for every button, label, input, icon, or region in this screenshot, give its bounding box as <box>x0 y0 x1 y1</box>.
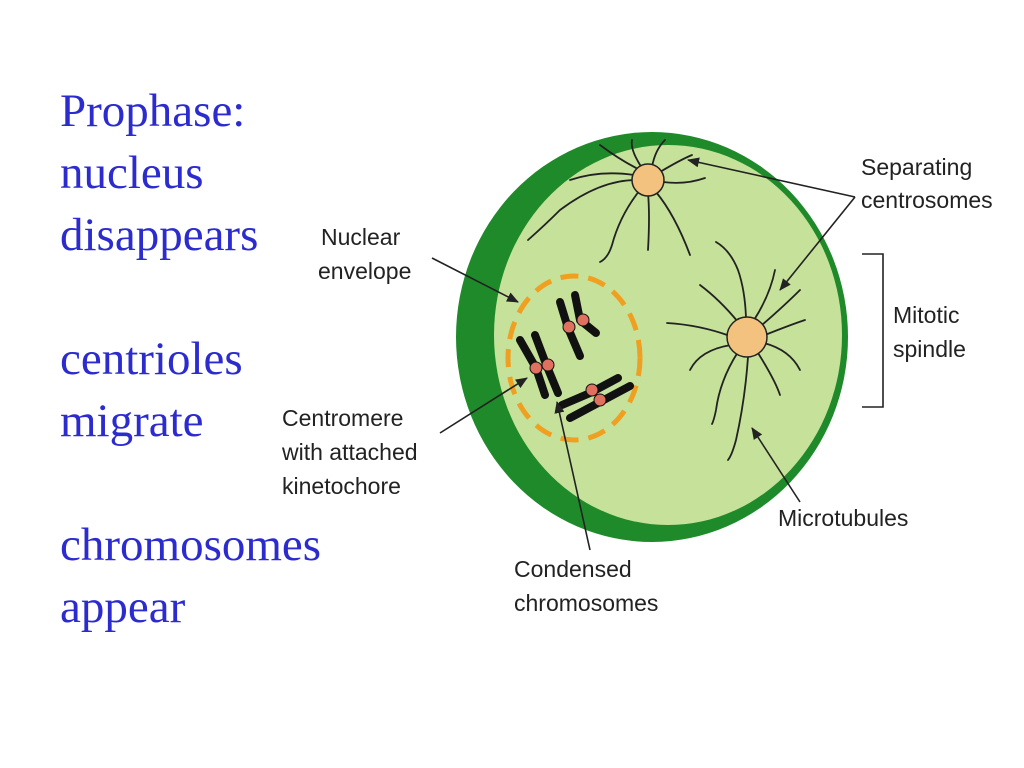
kinetochore <box>562 320 576 334</box>
text-line: disappears <box>60 209 259 261</box>
spindle-bracket <box>862 253 884 408</box>
label-centromere-line1: Centromere <box>282 405 403 431</box>
label-centromere-line2: with attached <box>281 439 418 465</box>
kinetochores <box>529 313 607 407</box>
label-microtubules: Microtubules <box>778 505 908 531</box>
arrow-separating-right <box>779 196 856 291</box>
arrow-microtubules <box>751 427 801 503</box>
kinetochore <box>593 393 607 407</box>
microtubules-right <box>666 241 806 461</box>
label-separating-line2: centrosomes <box>861 187 993 213</box>
label-separating-line1: Separating <box>861 154 972 180</box>
kinetochore <box>576 313 590 327</box>
arrow-condensed <box>554 401 591 551</box>
label-nuclear-line2: envelope <box>318 258 411 284</box>
slide-text: Prophase: nucleus disappears centrioles … <box>60 80 360 638</box>
centrosome-right <box>726 316 768 358</box>
kinetochore <box>541 358 555 372</box>
cytoplasm <box>494 145 842 525</box>
label-mitotic-line1: Mitotic <box>893 302 959 328</box>
arrow-nuclear-envelope <box>431 257 519 303</box>
label-centromere-line3: kinetochore <box>282 473 401 499</box>
kinetochore <box>529 361 543 375</box>
arrow-centromere <box>439 377 528 434</box>
text-line: Prophase: <box>60 85 246 137</box>
text-line: nucleus <box>60 147 204 199</box>
text-line: centrioles <box>60 333 243 385</box>
centrosome-top <box>631 163 665 197</box>
label-condensed-line1: Condensed <box>514 556 632 582</box>
text-line: chromosomes <box>60 519 322 571</box>
leader-lines <box>431 157 884 551</box>
label-nuclear-line1: Nuclear <box>321 224 401 250</box>
text-line: appear <box>60 581 186 633</box>
label-mitotic-line2: spindle <box>893 336 966 362</box>
label-condensed-line2: chromosomes <box>514 590 658 616</box>
text-line: migrate <box>60 395 204 447</box>
arrow-separating-top <box>687 157 856 198</box>
kinetochore <box>585 383 599 397</box>
nuclear-envelope <box>505 273 643 443</box>
